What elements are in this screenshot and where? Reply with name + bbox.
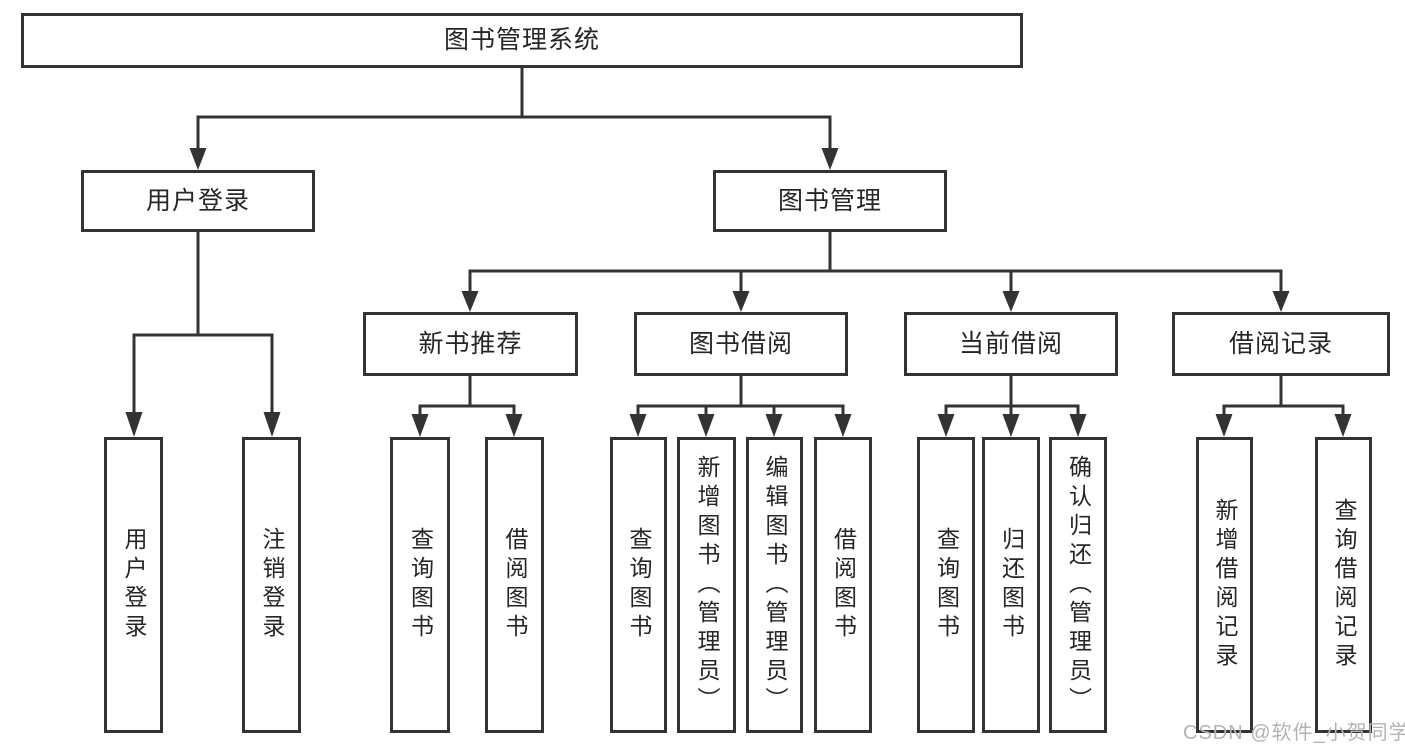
leaf-label: 确认归还（管理员） [1065, 454, 1092, 716]
leaf-query-books-borrow: 查询图书 [610, 437, 667, 733]
leaf-add-borrow-record: 新增借阅记录 [1196, 437, 1253, 733]
arrowhead-down-icon [629, 414, 647, 437]
arrowhead-down-icon [732, 291, 750, 312]
node-user-login: 用户登录 [81, 170, 315, 232]
arrowhead-down-icon [1002, 291, 1020, 312]
node-book-management: 图书管理 [713, 170, 947, 232]
arrowhead-down-icon [697, 414, 715, 437]
arrowhead-down-icon [937, 414, 955, 437]
leaf-label: 查询借阅记录 [1331, 498, 1357, 672]
leaf-label: 查询图书 [933, 527, 960, 643]
arrowhead-down-icon [834, 414, 852, 437]
arrowhead-down-icon [125, 412, 143, 437]
arrowhead-down-icon [263, 412, 281, 437]
arrowhead-down-icon [505, 414, 523, 437]
connector-borrowrecords-to-leaves [1222, 376, 1345, 416]
leaf-label: 查询图书 [407, 527, 434, 643]
watermark: CSDN @软件_小贺同学 [1183, 722, 1405, 744]
leaf-borrow-books-recommend: 借阅图书 [485, 437, 544, 733]
leaf-label: 借阅图书 [502, 527, 528, 643]
leaf-return-books: 归还图书 [982, 437, 1040, 733]
leaf-label: 查询图书 [626, 527, 652, 643]
node-book-borrow: 图书借阅 [634, 312, 848, 376]
connector-userlogin-to-leaves [132, 232, 274, 414]
leaf-label: 编辑图书（管理员） [762, 454, 788, 716]
leaf-label: 借阅图书 [830, 527, 857, 643]
node-root-library-system: 图书管理系统 [21, 13, 1023, 68]
leaf-label: 归还图书 [998, 527, 1025, 643]
node-current-borrow: 当前借阅 [904, 312, 1118, 376]
arrowhead-down-icon [1272, 291, 1290, 312]
connector-newbook-to-leaves [418, 376, 516, 416]
connector-currentborrow-to-leaves [944, 376, 1080, 416]
node-new-book-recommend: 新书推荐 [363, 312, 578, 376]
arrowhead-down-icon [1002, 414, 1020, 437]
leaf-borrow-books: 借阅图书 [814, 437, 872, 733]
leaf-user-login: 用户登录 [104, 437, 163, 733]
leaf-query-books-recommend: 查询图书 [390, 437, 450, 733]
leaf-query-books-current: 查询图书 [917, 437, 975, 733]
arrowhead-down-icon [1334, 414, 1352, 437]
leaf-label: 新增借阅记录 [1212, 498, 1238, 672]
leaf-label: 注销登录 [259, 527, 285, 643]
connector-bookmgmt-to-level3 [468, 232, 1283, 293]
connector-bookborrow-to-leaves [636, 376, 845, 416]
leaf-edit-book-admin: 编辑图书（管理员） [746, 437, 803, 733]
arrowhead-down-icon [411, 414, 429, 437]
arrowhead-down-icon [821, 148, 839, 170]
leaf-logout: 注销登录 [242, 437, 301, 733]
connector-root-to-level2 [196, 68, 832, 150]
leaf-query-borrow-record: 查询借阅记录 [1315, 437, 1372, 733]
leaf-add-book-admin: 新增图书（管理员） [677, 437, 736, 733]
leaf-confirm-return-admin: 确认归还（管理员） [1049, 437, 1107, 733]
leaf-label: 用户登录 [121, 527, 147, 643]
arrowhead-down-icon [461, 291, 479, 312]
arrowhead-down-icon [1069, 414, 1087, 437]
arrowhead-down-icon [1215, 414, 1233, 437]
leaf-label: 新增图书（管理员） [694, 454, 720, 716]
arrowhead-down-icon [189, 148, 207, 170]
node-borrow-records: 借阅记录 [1172, 312, 1390, 376]
arrowhead-down-icon [765, 414, 783, 437]
